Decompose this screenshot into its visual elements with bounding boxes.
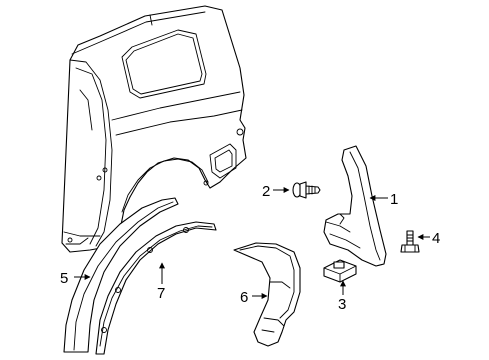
callout-7: 7 (157, 285, 165, 302)
callout-6: 6 (240, 289, 248, 306)
callout-5: 5 (60, 270, 68, 287)
callout-2: 2 (262, 183, 270, 200)
callout-4: 4 (432, 230, 440, 247)
quarter-panel (61, 5, 247, 253)
flare-retainer-strip (95, 221, 217, 355)
fastener-screw (292, 181, 321, 199)
mud-flap (323, 145, 387, 267)
bolt (400, 230, 420, 253)
callout-3: 3 (338, 296, 346, 313)
callout-1: 1 (390, 191, 398, 208)
wheelhouse-liner (233, 242, 301, 347)
leader-lines (74, 187, 430, 299)
clip-nut (323, 259, 357, 283)
